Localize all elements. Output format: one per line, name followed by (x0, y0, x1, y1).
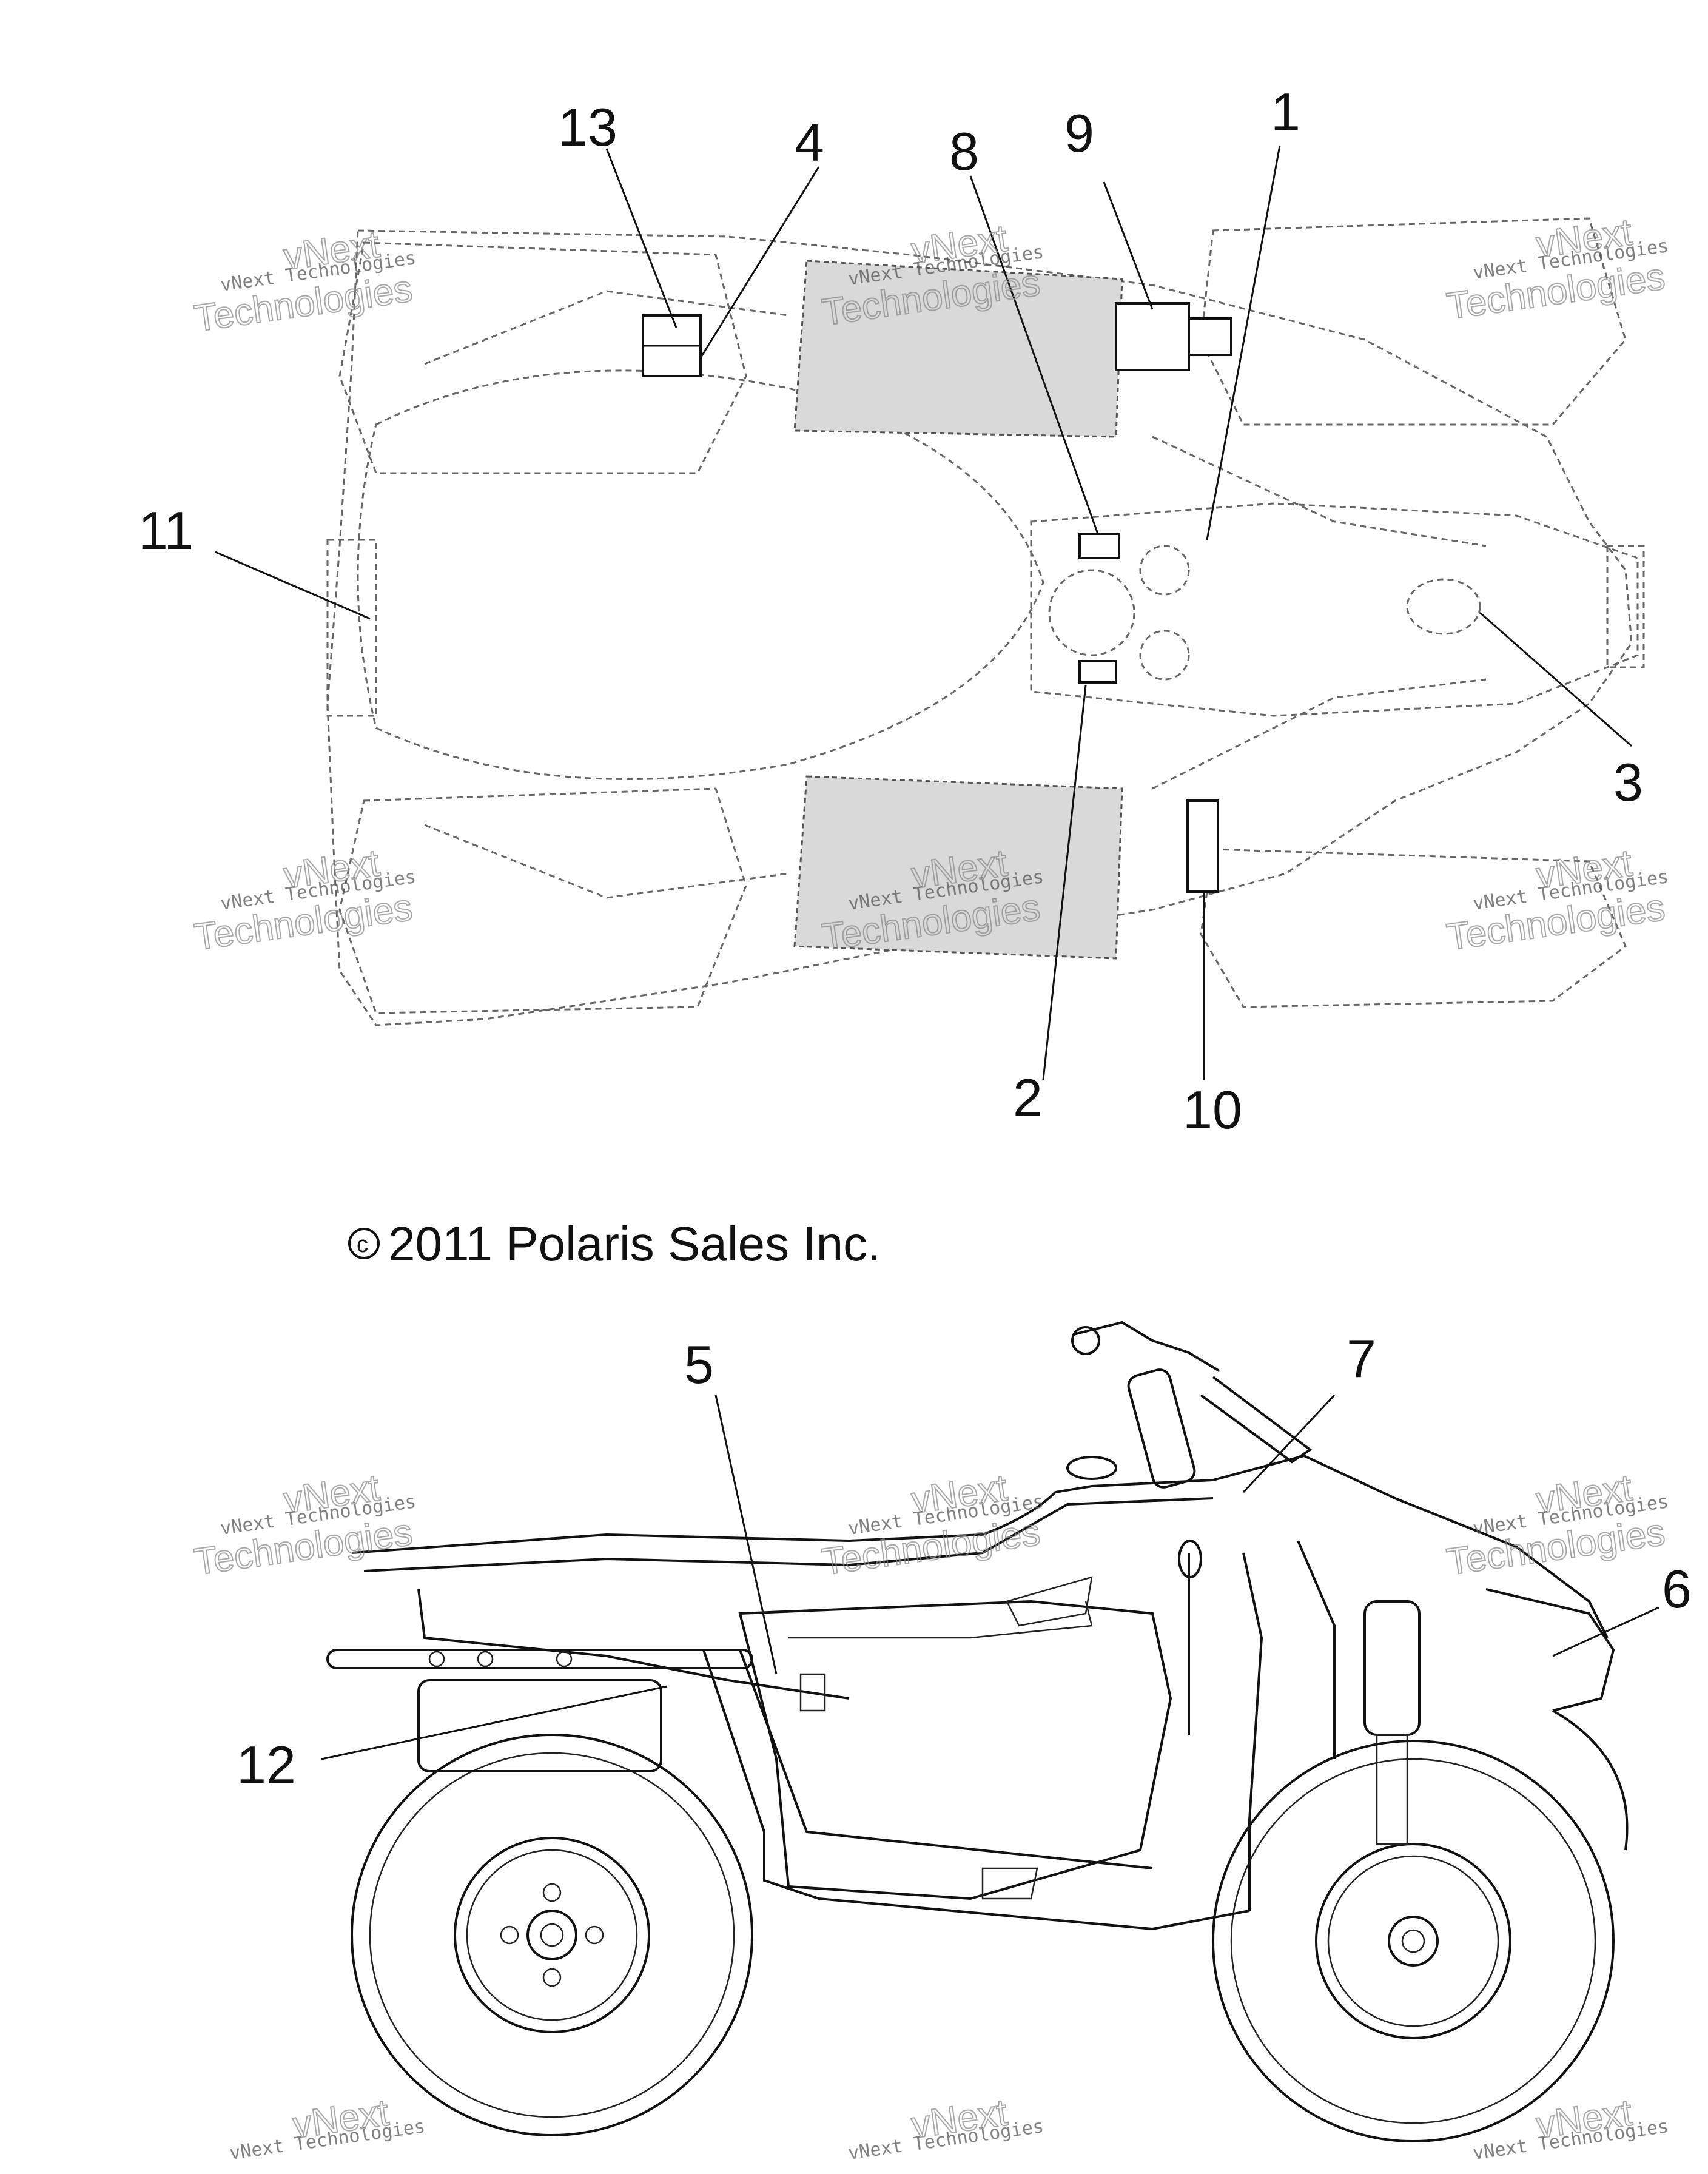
copyright-text: 2011 Polaris Sales Inc. (388, 1217, 881, 1271)
muffler (417, 1679, 662, 1772)
atv-side-view (326, 1321, 1629, 2142)
decal-1 (1188, 317, 1232, 356)
leader-lines-top (215, 145, 1632, 1080)
callout-9: 9 (1064, 103, 1094, 163)
callout-2: 2 (1013, 1068, 1043, 1128)
callout-4: 4 (795, 112, 824, 172)
callout-6: 6 (1662, 1559, 1692, 1619)
decal-9 (1115, 302, 1190, 371)
callout-10: 10 (1183, 1080, 1242, 1140)
atv-top-view (326, 217, 1645, 1026)
copyright-symbol: c (357, 1232, 368, 1257)
watermarks: vNext Technologies vNext Technologies vN… (191, 210, 1670, 2164)
callout-7: 7 (1347, 1328, 1376, 1388)
callout-13: 13 (558, 97, 617, 157)
copyright-notice: c 2011 Polaris Sales Inc. (348, 1217, 881, 1271)
callout-3: 3 (1613, 752, 1643, 812)
decal-10 (1186, 799, 1219, 893)
callout-8: 8 (949, 121, 979, 181)
leader-lines-side (321, 1394, 1659, 1760)
callout-5: 5 (684, 1334, 714, 1395)
callout-1: 1 (1271, 82, 1300, 142)
decal-2 (1078, 660, 1117, 684)
decal-8 (1078, 533, 1120, 559)
callout-12: 12 (237, 1735, 296, 1795)
callout-11: 11 (138, 500, 193, 560)
rear-wheel (351, 1734, 753, 2136)
front-wheel (1212, 1740, 1615, 2142)
